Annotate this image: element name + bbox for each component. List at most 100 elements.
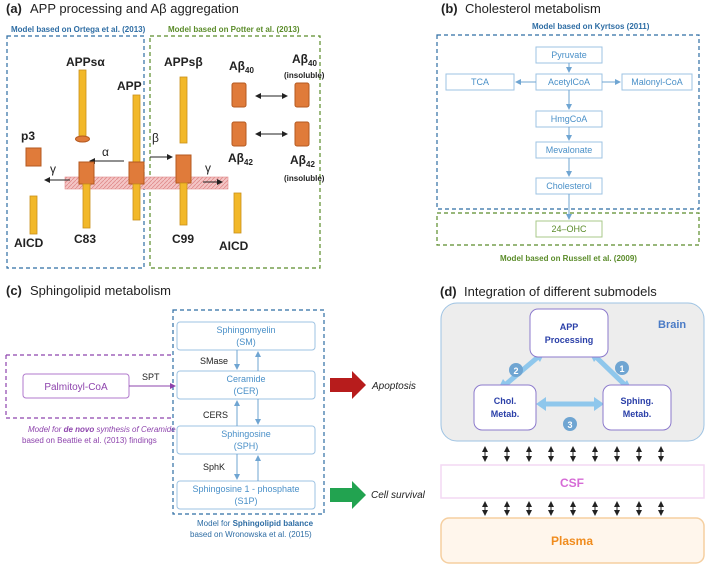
app-tail xyxy=(132,183,141,221)
panel-a-title: APP processing and Aβ aggregation xyxy=(30,1,239,16)
app-processing-node xyxy=(529,308,609,358)
p3-label: p3 xyxy=(21,129,35,143)
sphing-metab-label2: Metab. xyxy=(623,409,652,419)
denovo-note-line2: based on Beattie et al. (2013) findings xyxy=(22,436,157,445)
chol-sphing-arrowhead-right xyxy=(594,397,604,411)
russell-model-label: Model based on Russell et al. (2009) xyxy=(500,254,637,263)
badge-2 xyxy=(509,363,523,377)
chol-metab-node xyxy=(473,384,537,431)
kyrtsos-model-box xyxy=(436,34,700,210)
panel-a: (a) APP processing and Aβ aggregation Mo… xyxy=(6,1,325,269)
s1p-abbrev: (S1P) xyxy=(234,496,257,506)
apps-alpha-fragment xyxy=(78,69,87,137)
balance-model-box xyxy=(172,309,325,515)
denovo-model-box xyxy=(5,354,173,419)
sphingomyelin-node xyxy=(176,321,316,351)
brain-label: Brain xyxy=(658,319,686,331)
potter-model-box xyxy=(149,35,321,269)
ohc-node xyxy=(535,220,603,238)
beta-label: β xyxy=(152,131,159,145)
aicd-left-label: AICD xyxy=(14,236,44,250)
tca-node xyxy=(445,73,515,91)
badge-1-label: 1 xyxy=(619,364,624,374)
chol-metab-label2: Metab. xyxy=(491,409,520,419)
panel-d-letter: (d) xyxy=(440,284,457,299)
c83-membrane-segment xyxy=(78,161,95,185)
ab40-label: Aβ40 xyxy=(229,59,254,75)
balance-note-line2: based on Wronowska et al. (2015) xyxy=(190,530,312,539)
sphingosine-node xyxy=(176,425,316,455)
plasma-label: Plasma xyxy=(551,534,593,548)
ab40-soluble xyxy=(231,82,247,108)
app-membrane-segment xyxy=(128,161,145,185)
panel-c: (c) Sphingolipid metabolism Sphingomyeli… xyxy=(5,283,426,539)
ceramide-node xyxy=(176,370,316,400)
hmgcoa-label: HmgCoA xyxy=(551,114,588,124)
apps-beta-label: APPsβ xyxy=(164,55,203,69)
badge-1 xyxy=(615,361,629,375)
potter-model-label: Model based on Potter et al. (2013) xyxy=(168,25,300,34)
ohc-label: 24–OHC xyxy=(551,224,587,234)
sphk-label: SphK xyxy=(203,462,225,472)
panel-a-letter: (a) xyxy=(6,1,22,16)
sphingomyelin-label: Sphingomyelin xyxy=(216,325,275,335)
sphingosine-label: Sphingosine xyxy=(221,429,271,439)
apoptosis-arrow xyxy=(330,371,366,399)
panel-b-letter: (b) xyxy=(441,1,458,16)
palmitoyl-coa-label: Palmitoyl-CoA xyxy=(44,382,108,393)
malonylcoa-node xyxy=(621,73,693,91)
app-processing-label1: APP xyxy=(560,322,579,332)
panel-c-letter: (c) xyxy=(6,283,22,298)
spt-label: SPT xyxy=(142,372,160,382)
panel-d: (d) Integration of different submodels B… xyxy=(440,284,705,564)
brain-csf-exchange xyxy=(482,446,664,462)
apps-alpha-cap xyxy=(75,135,90,143)
cholesterol-label: Cholesterol xyxy=(546,181,592,191)
chol-metab-label1: Chol. xyxy=(494,396,517,406)
badge-3 xyxy=(563,417,577,431)
kyrtsos-model-label: Model based on Kyrtsos (2011) xyxy=(532,22,650,31)
app-sphing-link xyxy=(594,355,627,387)
apoptosis-label: Apoptosis xyxy=(371,381,416,392)
panel-d-title: Integration of different submodels xyxy=(464,284,657,299)
tca-label: TCA xyxy=(471,77,489,87)
c99-tail xyxy=(179,182,188,226)
ab42-soluble xyxy=(231,121,247,147)
ab40-insoluble-note: (insoluble) xyxy=(284,71,325,80)
plasma-compartment xyxy=(440,517,705,564)
acetylcoa-label: AcetylCoA xyxy=(548,77,590,87)
aicd-right-fragment xyxy=(233,192,242,234)
ab42-insoluble-note: (insoluble) xyxy=(284,174,325,183)
survival-arrow xyxy=(330,481,366,509)
badge-3-label: 3 xyxy=(567,420,572,430)
denovo-note-line1: Model for de novo synthesis of Ceramide xyxy=(28,425,176,434)
panel-b: (b) Cholesterol metabolism Model based o… xyxy=(436,1,700,263)
apps-beta-fragment xyxy=(179,76,188,144)
malonylcoa-label: Malonyl-CoA xyxy=(631,77,683,87)
s1p-node xyxy=(176,480,316,510)
panel-b-title: Cholesterol metabolism xyxy=(465,1,601,16)
aicd-left-fragment xyxy=(29,195,38,235)
ab40-insoluble xyxy=(294,82,310,108)
csf-compartment xyxy=(440,464,705,499)
mevalonate-label: Mevalonate xyxy=(546,145,593,155)
c83-label: C83 xyxy=(74,232,96,246)
ab40-insoluble-label: Aβ40 xyxy=(292,52,317,68)
ortega-model-box xyxy=(6,35,145,269)
badge-2-label: 2 xyxy=(513,366,518,376)
ab42-insoluble-label: Aβ42 xyxy=(290,153,315,169)
balance-note-line1: Model for Sphingolipid balance xyxy=(197,519,314,528)
smase-label: SMase xyxy=(200,356,228,366)
c99-label: C99 xyxy=(172,232,194,246)
aicd-right-label: AICD xyxy=(219,239,249,253)
gamma-right-label: γ xyxy=(205,161,211,175)
ceramide-label: Ceramide xyxy=(226,374,265,384)
apps-alpha-label: APPsα xyxy=(66,55,105,69)
alpha-label: α xyxy=(102,145,109,159)
sphing-metab-node xyxy=(602,384,672,431)
chol-sphing-arrowhead-left xyxy=(536,397,546,411)
c83-tail xyxy=(82,183,91,229)
csf-label: CSF xyxy=(560,476,584,490)
gamma-left-label: γ xyxy=(50,162,56,176)
